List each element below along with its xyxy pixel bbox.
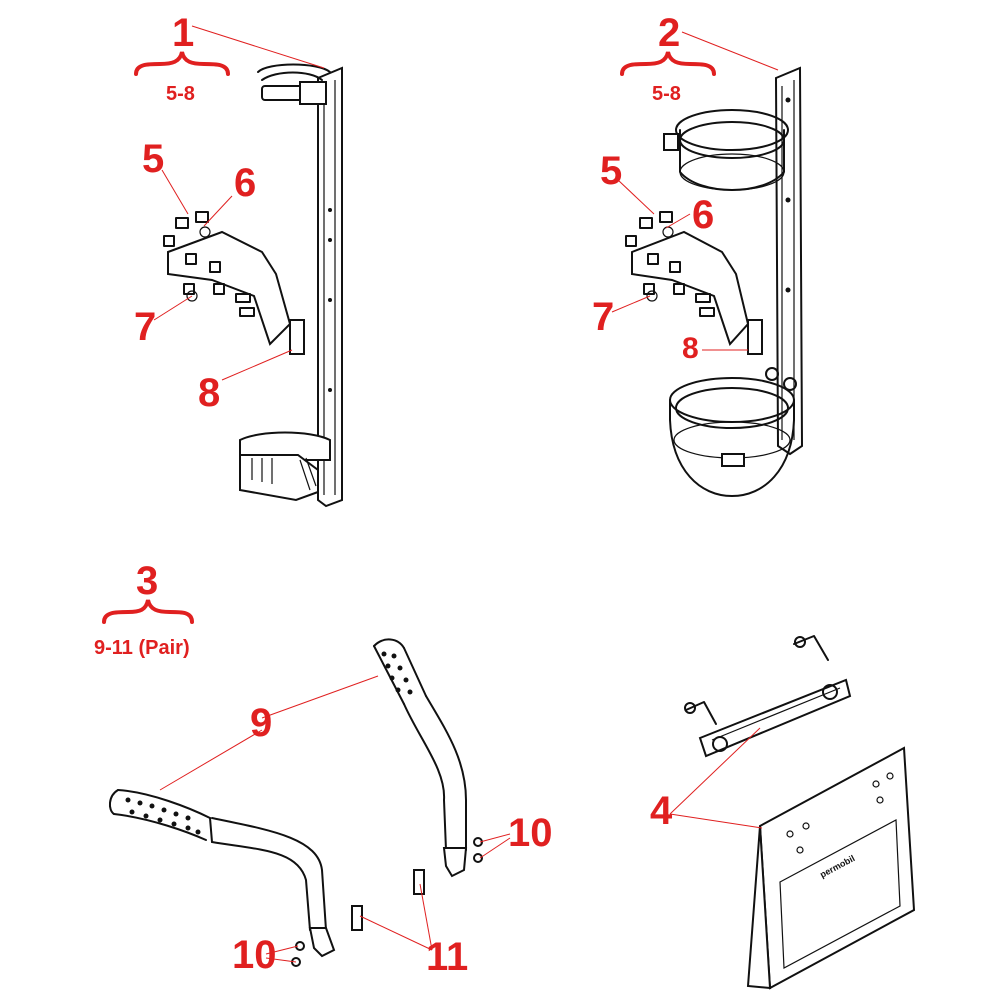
label-9: 9 [250, 701, 272, 745]
label-5-a: 5 [142, 137, 164, 181]
label-4: 4 [650, 789, 673, 833]
brace-1 [134, 51, 230, 76]
label-10-a: 10 [232, 933, 277, 977]
label-5-b: 5 [600, 149, 622, 193]
label-1: 1 [172, 11, 194, 55]
brace-2 [620, 51, 716, 76]
label-6-b: 6 [692, 193, 714, 237]
label-7-a: 7 [134, 305, 156, 349]
assembly-2-drawing [625, 66, 804, 497]
label-11: 11 [426, 935, 468, 979]
group-label-3: 9-11 (Pair) [94, 637, 190, 659]
brace-3 [102, 599, 194, 624]
leader-lines [153, 25, 779, 963]
label-2: 2 [658, 11, 680, 55]
label-7-b: 7 [592, 295, 614, 339]
group-label-1: 5-8 [166, 83, 195, 105]
assembly-3-drawing [108, 638, 483, 967]
assembly-1-drawing [163, 63, 343, 508]
assembly-4-drawing: permobil [684, 635, 916, 990]
group-label-2: 5-8 [652, 83, 681, 105]
label-10-b: 10 [508, 811, 553, 855]
label-6-a: 6 [234, 161, 256, 205]
label-8-a: 8 [198, 371, 220, 415]
label-8-b: 8 [682, 332, 699, 365]
label-3: 3 [136, 559, 158, 603]
